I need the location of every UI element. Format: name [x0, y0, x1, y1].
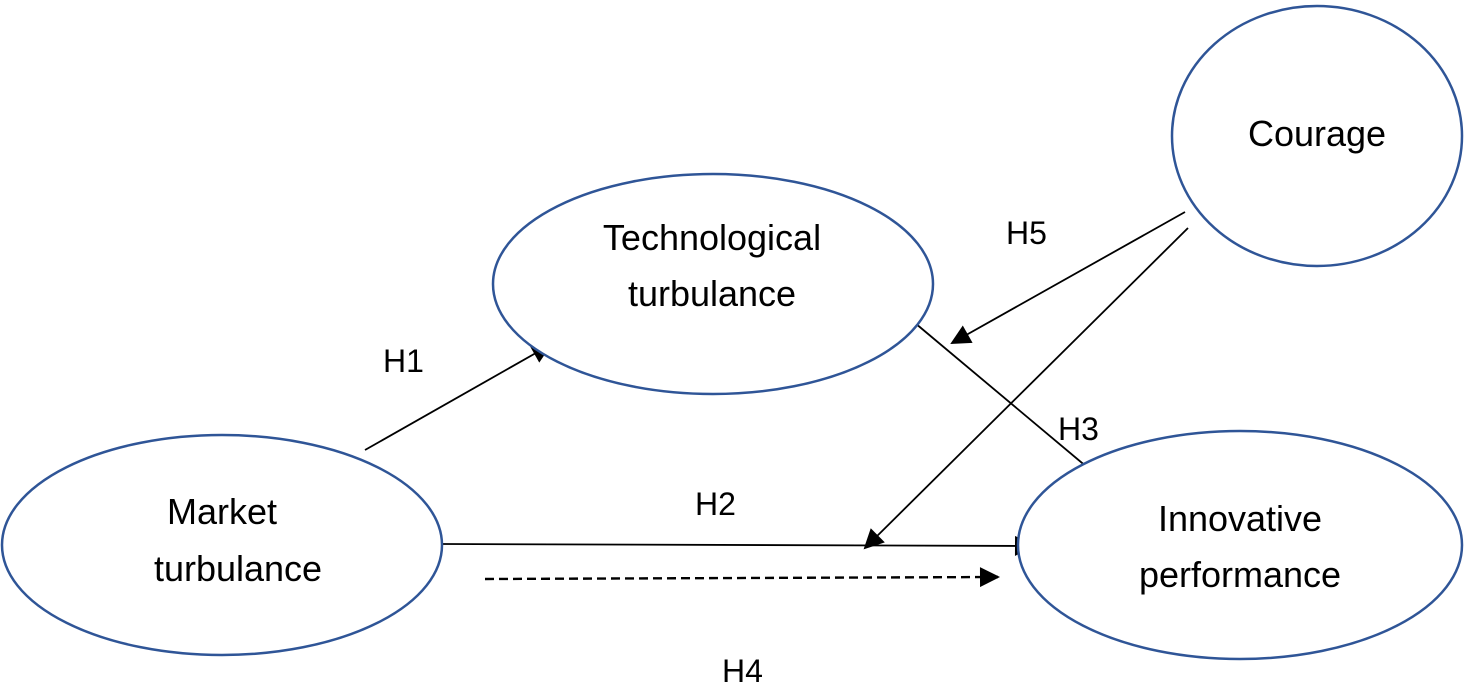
node-innovative-performance: Innovative performance [1016, 429, 1464, 661]
node-courage: Courage [1170, 4, 1464, 268]
node-ellipse [0, 433, 444, 657]
node-label-line2: turbulance [628, 273, 796, 314]
node-label-line1: Market [167, 491, 277, 532]
node-label-line2: performance [1139, 554, 1341, 595]
node-label-line1: Innovative [1158, 498, 1322, 539]
node-technological-turbulance: Technological turbulance [491, 172, 935, 396]
hypothesis-labels: H1 H2 H3 H4 H5 [383, 215, 1099, 688]
hypothesis-label-h5: H5 [1006, 215, 1047, 251]
node-ellipse [491, 172, 935, 396]
edges [364, 211, 1189, 588]
hypothesis-label-h2: H2 [695, 486, 736, 522]
edge-h3-technological-to-innovative [914, 322, 1102, 480]
edge-h1-market-to-technological [364, 344, 552, 451]
node-label-line1: Technological [603, 217, 821, 258]
edge-h5-courage-to-h3 [950, 211, 1186, 344]
hypothesis-label-h4: H4 [722, 653, 763, 688]
node-market-turbulance: Market turbulance [0, 433, 444, 657]
node-ellipse [1170, 4, 1464, 268]
edge-h2-market-to-innovative [442, 535, 1035, 556]
node-label-line2: turbulance [154, 548, 322, 589]
edge-h5-courage-to-h2 [863, 227, 1189, 550]
hypothesis-label-h3: H3 [1058, 411, 1099, 447]
hypothesis-label-h1: H1 [383, 343, 424, 379]
node-ellipse [1016, 429, 1464, 661]
edge-h4-indirect-dashed [484, 567, 1000, 588]
node-label-line1: Courage [1248, 113, 1386, 154]
